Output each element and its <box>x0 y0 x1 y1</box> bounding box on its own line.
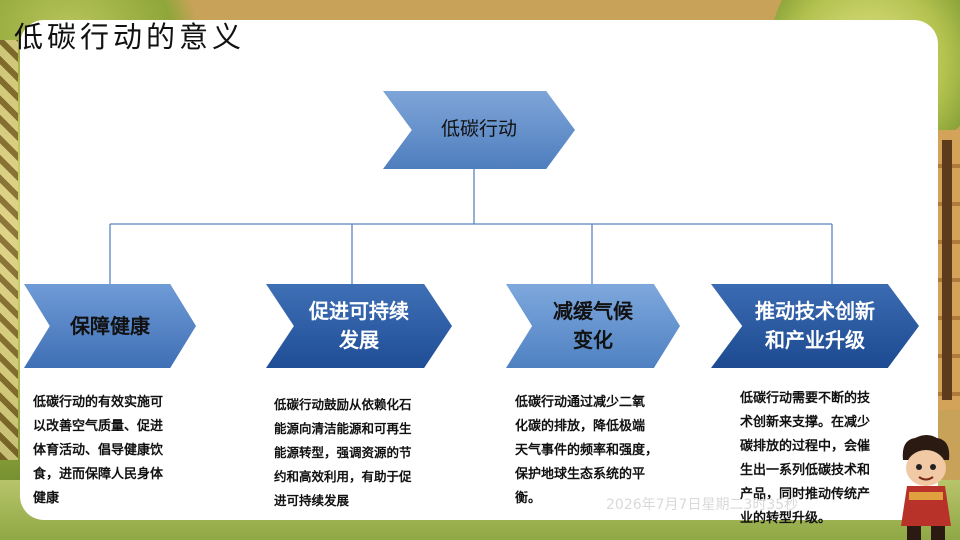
node-label-line: 保障健康 <box>70 313 150 338</box>
description-protect-health: 低碳行动的有效实施可 以改善空气质量、促进 体育活动、倡导健康饮 食，进而保障人… <box>33 395 164 506</box>
node-sustainable-development: 促进可持续 发展 <box>266 284 452 368</box>
node-label-line: 和产业升级 <box>765 328 865 352</box>
node-mitigate-climate-change: 减缓气候 变化 <box>506 284 680 368</box>
description-sustainable-development: 低碳行动鼓励从依赖化石 能源向清洁能源和可再生 能源转型，强调资源的节 约和高效… <box>274 397 412 508</box>
description-tech-innovation: 低碳行动需要不断的技 术创新来支撑。在减少 碳排放的过程中，会催 生出一系列低碳… <box>740 391 871 526</box>
root-node-low-carbon-action: 低碳行动 <box>383 91 575 169</box>
root-node-label: 低碳行动 <box>440 118 517 141</box>
cartoon-mascot-icon <box>901 435 951 540</box>
date-stamp: 2026年7月7日星期二3时35秒 <box>606 497 799 513</box>
node-label-line: 发展 <box>339 328 379 352</box>
wooden-post <box>942 140 952 400</box>
node-label-line: 促进可持续 <box>309 299 409 323</box>
slide-title: 低碳行动的意义 <box>14 20 246 54</box>
node-protect-health: 保障健康 <box>24 284 196 368</box>
fence-left <box>0 40 18 460</box>
node-label-line: 变化 <box>573 328 613 352</box>
node-tech-innovation: 推动技术创新 和产业升级 <box>711 284 919 368</box>
node-label-line: 减缓气候 <box>553 299 633 323</box>
description-mitigate-climate-change: 低碳行动通过减少二氧 化碳的排放，降低极端 天气事件的频率和强度， 保护地球生态… <box>515 395 659 506</box>
node-label-line: 推动技术创新 <box>755 299 875 323</box>
